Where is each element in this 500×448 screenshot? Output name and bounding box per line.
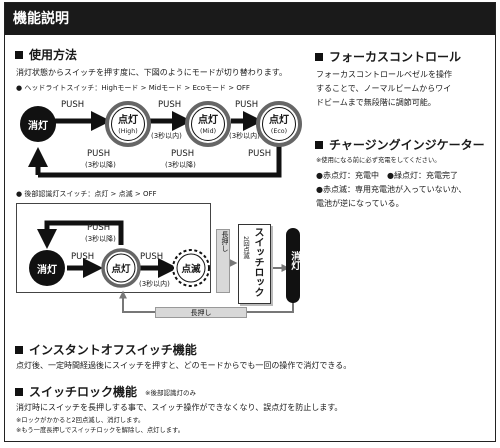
push-label: PUSH [248, 149, 272, 159]
long-press-label: 長押し [221, 231, 229, 252]
long-press-bar [216, 229, 230, 293]
mid-on-label: 点灯 [198, 114, 218, 126]
usage-heading: 使用方法 [15, 46, 77, 63]
heading-square-icon [315, 140, 323, 149]
push-label: PUSH [140, 252, 164, 262]
usage-intro: 消灯状態からスイッチを押す度に、下図のようにモードが切り替わります。 [16, 68, 287, 77]
headlight-diagram [20, 101, 302, 178]
after-3s-label: (3秒以降) [85, 235, 116, 243]
lock-off-label: 消灯 [289, 251, 300, 270]
charge-note: ※使用になる前に必ず充電をしてください。 [316, 157, 441, 164]
after-3s-label: (3秒以降) [85, 161, 116, 169]
rear-diagram [29, 220, 300, 313]
heading-square-icon [15, 387, 23, 396]
off-label: 消灯 [28, 120, 48, 132]
lock-off-capsule [286, 228, 300, 303]
off-state-circle [20, 106, 56, 142]
switch-lock-title: スイッチロック [252, 227, 263, 297]
after-3s-label: (3秒以降) [165, 161, 196, 169]
rear-off-circle [29, 250, 65, 286]
instant-off-heading: インスタントオフスイッチ機能 [15, 341, 197, 358]
focus-text: フォーカスコントロールベゼルを操作 することで、ノーマルビームからワイ ドビーム… [316, 70, 452, 107]
charge-heading: チャージングインジケーター [315, 136, 485, 153]
high-mode-label: (High) [118, 127, 138, 135]
push-label: PUSH [71, 252, 95, 262]
push-label: PUSH [235, 100, 259, 110]
push-label: PUSH [87, 223, 111, 233]
switch-lock-box [238, 224, 271, 304]
switch-lock-heading: スイッチロック機能 ※後部認識灯のみ [15, 383, 196, 400]
heading-square-icon [15, 50, 23, 59]
rear-arrow-loop [37, 220, 124, 249]
switch-lock-note-2: ※もう一度長押しでスイッチロックを解除し、点灯します。 [16, 427, 184, 434]
push-label: PUSH [87, 149, 111, 159]
rear-off-label: 消灯 [37, 264, 57, 276]
long-press-bottom-bar: 長押し [155, 307, 247, 318]
push-label: PUSH [171, 149, 195, 159]
rear-blink-label: 点滅 [181, 264, 201, 275]
page-title: 機能説明 [5, 3, 495, 35]
push-label: PUSH [158, 100, 182, 110]
within-3s-label: (3秒以内) [139, 280, 170, 288]
within-3s-label: (3秒以内) [151, 132, 182, 140]
push-label: PUSH [61, 100, 85, 110]
eco-on-label: 点灯 [269, 114, 289, 126]
switch-lock-sub: 2回点滅 [242, 236, 249, 259]
within-3s-label: (3秒以内) [229, 132, 260, 140]
eco-mode-label: (Eco) [270, 127, 288, 135]
charge-text: ●赤点灯：充電中 ●緑点灯：充電完了 ●赤点滅：専用充電池が入っていないか、 電… [316, 171, 467, 208]
instant-off-text: 点灯後、一定時間経過後にスイッチを押すと、どのモードからでも一回の操作で消灯でき… [16, 361, 352, 370]
function-sheet: 機能説明 使用方法 消灯状態からスイッチを押す度に、下図のようにモードが切り替わ… [4, 2, 496, 442]
heading-square-icon [15, 345, 23, 354]
high-on-label: 点灯 [118, 114, 138, 126]
focus-heading: フォーカスコントロール [315, 48, 461, 65]
heading-square-icon [315, 52, 323, 61]
mid-mode-label: (Mid) [199, 127, 217, 135]
arrow-return-loop [38, 146, 282, 178]
rear-on-label: 点灯 [111, 264, 131, 275]
switch-lock-text: 消灯時にスイッチを長押しする事で、スイッチ操作ができなくなり、誤点灯を防止します… [16, 403, 343, 412]
headlight-switch-label: ● ヘッドライトスイッチ：Highモード > Midモード > Ecoモード >… [16, 84, 250, 92]
rear-switch-label: ● 後部認識灯スイッチ：点灯 > 点滅 > OFF [16, 190, 157, 198]
switch-lock-note-1: ※ロックがかかると2回点滅し、消灯します。 [16, 417, 145, 424]
